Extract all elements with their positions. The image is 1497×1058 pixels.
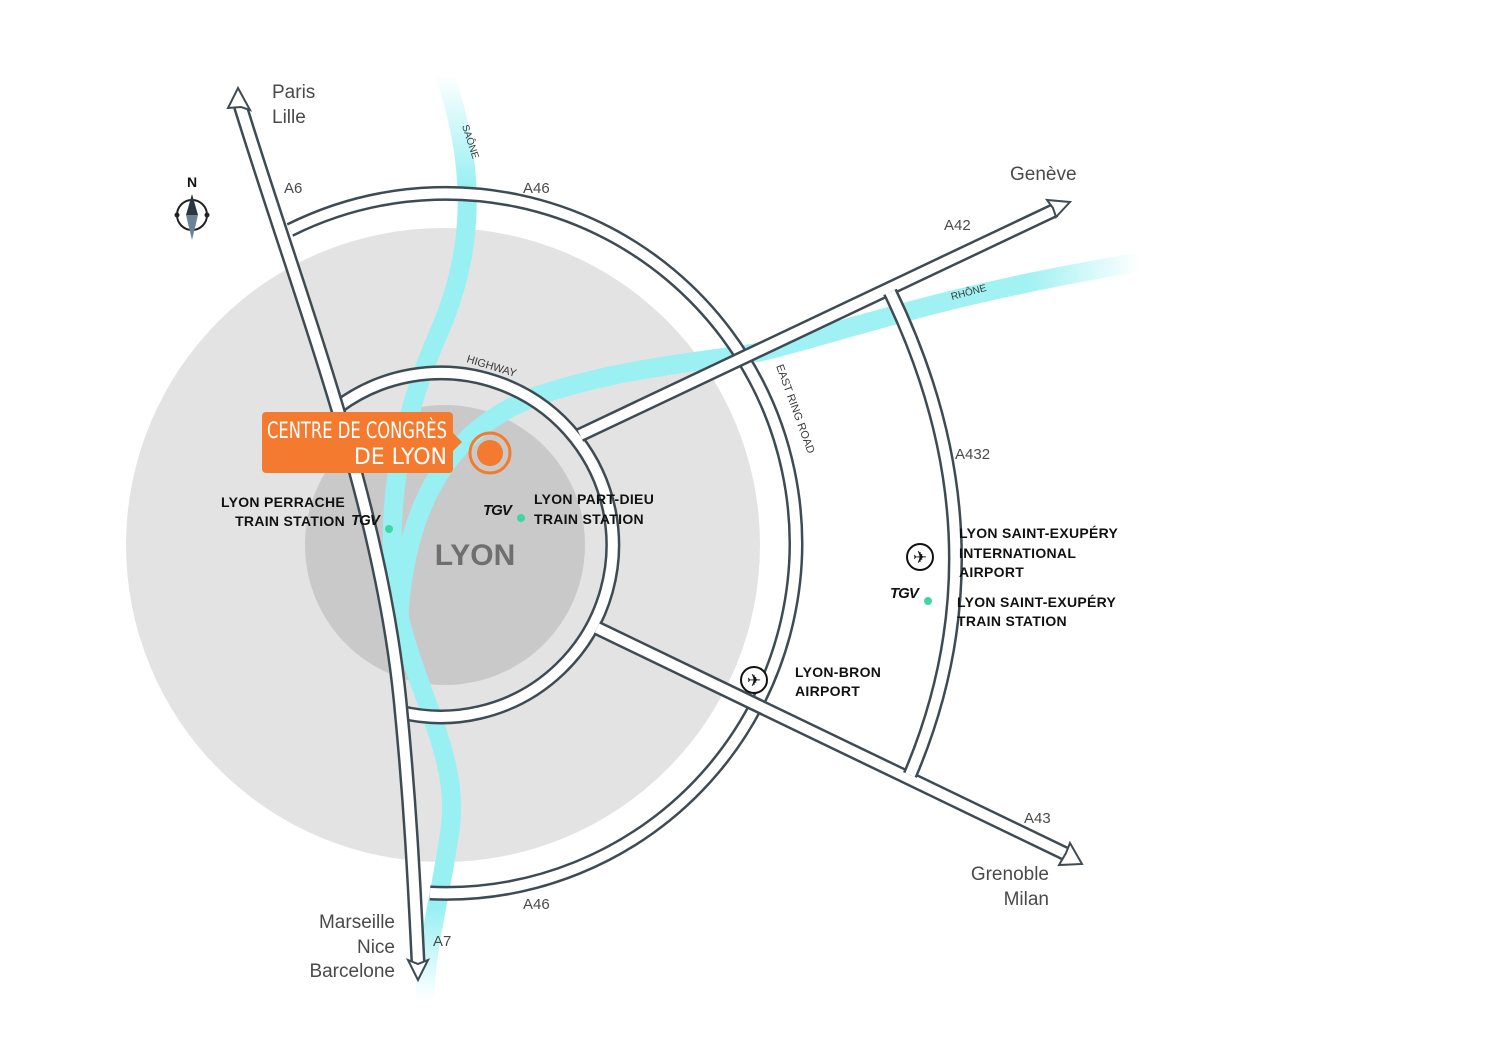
dest-marseille: Marseille: [319, 912, 395, 933]
compass-needle-north: [186, 194, 198, 215]
station-dot-perrache: [385, 525, 393, 533]
dest-barcelone: Barcelone: [309, 961, 395, 982]
poi-stex-airport-line1: LYON SAINT-EXUPÉRY: [959, 525, 1119, 541]
arrow-north: [226, 85, 253, 112]
svg-text:✈: ✈: [747, 671, 761, 691]
poi-stex-airport-line2: INTERNATIONAL: [959, 545, 1076, 561]
venue-name-line2: DE LYON: [354, 445, 447, 470]
dest-paris: Paris: [272, 82, 315, 103]
poi-stex-airport-line3: AIRPORT: [959, 564, 1024, 580]
airplane-icon: ✈: [906, 543, 934, 571]
arrow-southeast: [1057, 840, 1084, 867]
compass: N: [174, 174, 210, 240]
road-label-a432: A432: [955, 446, 990, 463]
poi-bron-line2: AIRPORT: [795, 683, 860, 699]
city-label: LYON: [435, 539, 516, 572]
venue-name-line1: CENTRE DE CONGRÈS: [267, 418, 447, 444]
dest-milan: Milan: [1004, 889, 1049, 910]
dest-lille: Lille: [272, 107, 306, 128]
poi-stex-station-line1: LYON SAINT-EXUPÉRY: [957, 594, 1117, 610]
arrow-east: [1044, 198, 1073, 219]
road-label-a6: A6: [284, 180, 302, 197]
arrow-south: [405, 958, 431, 983]
road-label-a7: A7: [433, 933, 451, 950]
tgv-logo-icon: TGV: [351, 512, 382, 529]
station-dot-partdieu: [517, 514, 525, 522]
road-label-a46-top: A46: [523, 180, 550, 197]
roads: [226, 85, 1084, 983]
tgv-logo-icon: TGV: [483, 502, 514, 519]
station-dot-stex: [924, 597, 932, 605]
dest-geneve: Genève: [1010, 164, 1077, 185]
poi-partdieu-line1: LYON PART-DIEU: [534, 491, 654, 507]
dest-grenoble: Grenoble: [971, 864, 1049, 885]
poi-perrache-line1: LYON PERRACHE: [221, 494, 345, 510]
central-lyon-zone: [305, 405, 585, 685]
dest-nice: Nice: [357, 937, 395, 958]
venue-marker-icon[interactable]: [468, 431, 512, 475]
road-label-a43: A43: [1024, 810, 1051, 827]
tgv-logo-icon: TGV: [890, 585, 921, 602]
poi-perrache-line2: TRAIN STATION: [235, 513, 345, 529]
poi-stex-station-line2: TRAIN STATION: [957, 613, 1067, 629]
airplane-icon: ✈: [740, 666, 768, 694]
road-label-a46-bottom: A46: [523, 896, 550, 913]
svg-text:✈: ✈: [913, 548, 927, 568]
road-label-a42: A42: [944, 217, 971, 234]
rhone-river: [388, 252, 1150, 650]
compass-needle-south: [186, 215, 198, 240]
poi-partdieu-line2: TRAIN STATION: [534, 511, 644, 527]
compass-north-label: N: [187, 174, 197, 190]
poi-bron-line1: LYON-BRON: [795, 664, 881, 680]
venue-callout[interactable]: CENTRE DE CONGRÈS DE LYON: [262, 412, 462, 473]
